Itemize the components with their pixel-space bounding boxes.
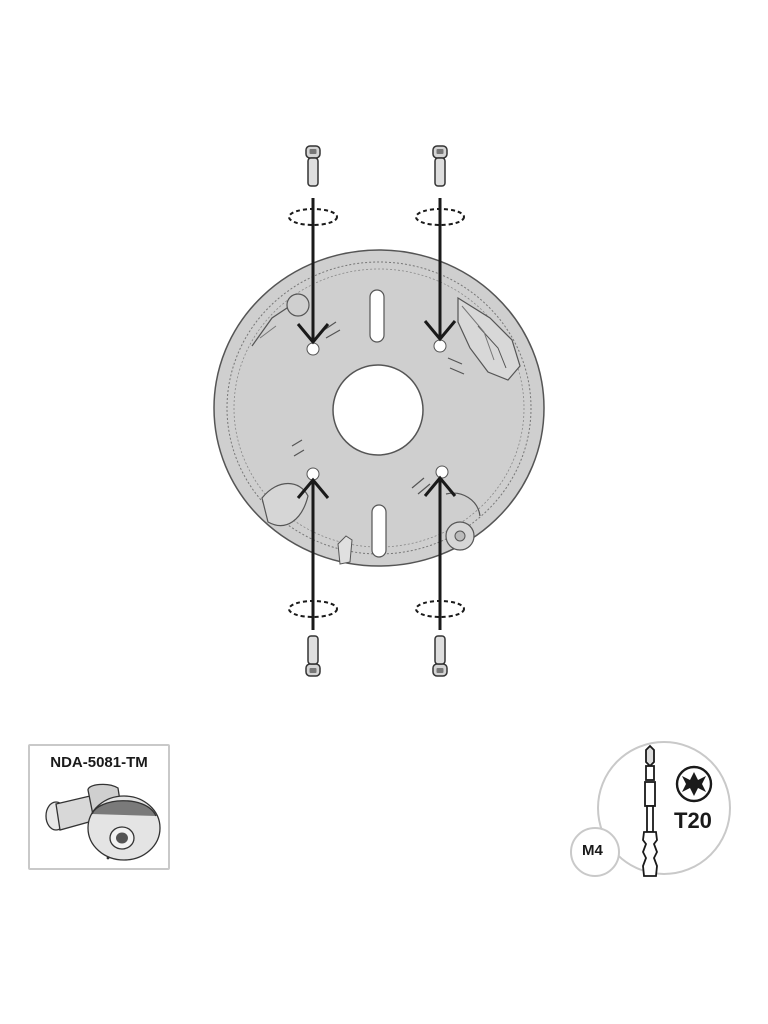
mounting-plate — [213, 249, 545, 567]
model-reference-box: NDA-5081-TM — [28, 744, 170, 870]
screw-top-right — [432, 145, 448, 187]
slot-bottom — [371, 504, 387, 558]
screw-bottom-left — [305, 635, 321, 677]
bit-size-label: T20 — [674, 808, 712, 833]
camera-icon — [45, 783, 161, 861]
screwdriver-icon — [642, 744, 658, 877]
screw-top-left — [305, 145, 321, 187]
screw-size-label: M4 — [582, 842, 603, 859]
center-cable-hole — [332, 364, 424, 456]
tool-badge — [570, 741, 731, 877]
torx-icon — [675, 765, 713, 803]
model-label: NDA-5081-TM — [50, 754, 148, 771]
slot-top — [369, 289, 385, 343]
arrows — [296, 198, 457, 630]
screw-bottom-right — [432, 635, 448, 677]
